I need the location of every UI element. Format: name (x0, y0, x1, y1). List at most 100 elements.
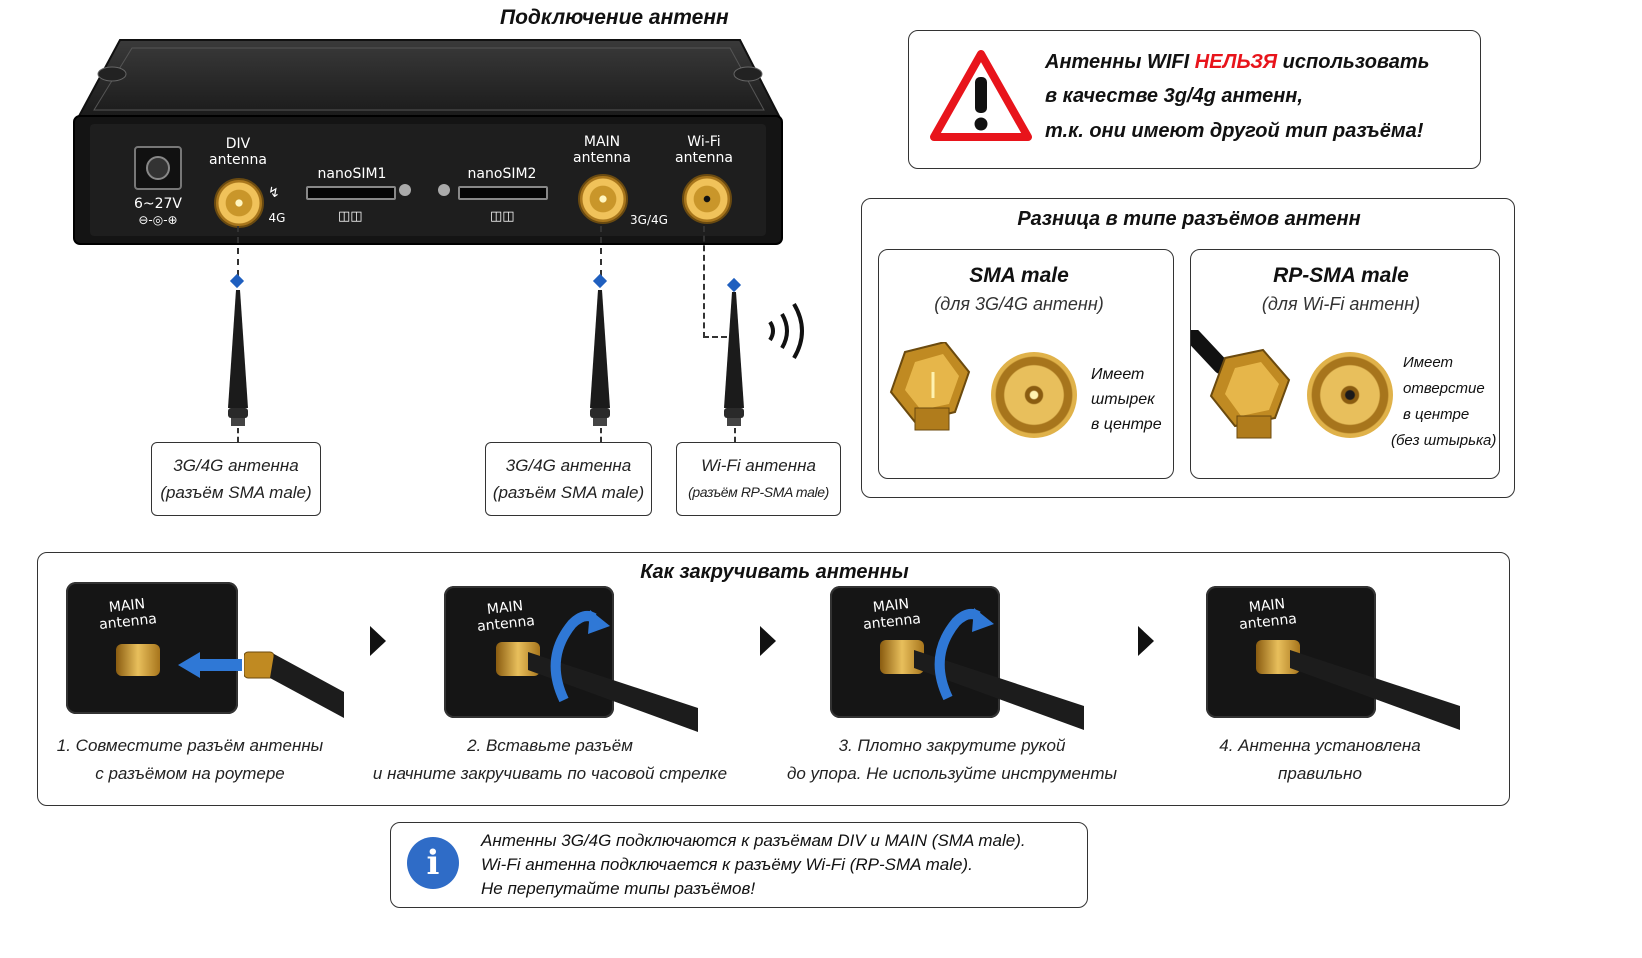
warning-box: Антенны WIFI НЕЛЬЗЯ использовать в качес… (908, 30, 1481, 169)
sim1-eject-icon: ◫◫ (338, 208, 363, 223)
main-band-label: 3G/4G (630, 213, 668, 227)
sma-desc-1: Имеет (1091, 366, 1145, 383)
howto-title: Как закручивать антенны (640, 561, 909, 583)
step-4-illustration: MAIN antenna (1206, 586, 1466, 732)
sma-plug-icon (889, 342, 971, 431)
power-polarity: ⊖-◎-⊕ (138, 213, 178, 227)
antenna-plug-icon (244, 651, 344, 718)
rpsma-male-card: RP-SMA male (для Wi-Fi антенн) Имеет отв… (1190, 249, 1500, 479)
difference-title: Разница в типе разъёмов антенн (1017, 208, 1361, 230)
div-label-2: antenna (209, 152, 267, 168)
antenna-label-line2: (разъём SMA male) (492, 483, 645, 502)
warning-triangle-icon (930, 50, 1032, 141)
main-antenna-lead (600, 226, 602, 276)
warning-line-2: в качестве 3g/4g антенн, (1045, 85, 1303, 107)
antenna-label-line2: (разъём RP-SMA male) (688, 484, 829, 500)
wireless-signal-icon (768, 302, 804, 360)
div-antenna-marker (229, 273, 245, 289)
sma-subtitle: (для 3G/4G антенн) (934, 294, 1104, 314)
antenna-label-wifi: Wi-Fi антенна (разъём RP-SMA male) (676, 442, 841, 516)
step-2-caption: 2. Вставьте разъём и начните закручивать… (370, 732, 730, 788)
wifi-label-1: Wi-Fi (687, 134, 721, 150)
sma-face-icon (991, 352, 1077, 438)
antenna-cable-icon (1290, 650, 1460, 730)
warning-emphasis: НЕЛЬЗЯ (1194, 51, 1278, 73)
main-antenna-marker (592, 273, 608, 289)
wifi-rpsma-connector (682, 174, 732, 224)
step-caption-line1: 1. Совместите разъём антенны (56, 736, 324, 755)
antenna-cable-icon (528, 652, 698, 732)
sim2-slot (458, 186, 548, 200)
step-3-caption: 3. Плотно закрутите рукой до упора. Не и… (782, 732, 1122, 788)
main-title: Подключение антенн (500, 6, 729, 29)
panel-sma-connector (116, 644, 160, 676)
div-antenna-lead (237, 226, 239, 276)
sim1-label: nanoSIM1 (317, 166, 387, 182)
div-antenna-icon (228, 290, 248, 426)
step-arrow-3 (1138, 626, 1154, 656)
sma-name: SMA male (969, 264, 1069, 287)
step-4-caption: 4. Антенна установлена правильно (1190, 732, 1450, 788)
antenna-label-line1: 3G/4G антенна (173, 456, 299, 475)
wifi-antenna-lead (703, 226, 705, 338)
antenna-label-main: 3G/4G антенна (разъём SMA male) (485, 442, 652, 516)
main-label-2: antenna (573, 150, 631, 166)
warning-line-3: т.к. они имеют другой тип разъёма! (1045, 120, 1424, 142)
wifi-antenna-lead-bottom (734, 428, 736, 442)
sim2-label: nanoSIM2 (467, 166, 537, 182)
rpsma-plug-icon (1191, 330, 1291, 439)
lte-icon: ↯ (268, 184, 280, 200)
sma-male-card: SMA male (для 3G/4G антенн) Имеет штырек… (878, 249, 1174, 479)
step-arrow-2 (760, 626, 776, 656)
sma-desc-3: в центре (1091, 416, 1162, 433)
step-caption-line2: до упора. Не используйте инструменты (786, 764, 1118, 783)
step-caption-line2: с разъёмом на роутере (95, 764, 285, 783)
step-caption-line2: и начните закручивать по часовой стрелке (372, 764, 728, 783)
antenna-label-line2: (разъём SMA male) (160, 483, 312, 502)
rpsma-desc-1: Имеет (1403, 354, 1454, 371)
warning-line-1: Антенны WIFI НЕЛЬЗЯ использовать (1045, 51, 1430, 74)
rpsma-face-icon (1307, 352, 1393, 438)
connector-difference-box: Разница в типе разъёмов антенн SMA male … (861, 198, 1515, 498)
step-caption-line1: 2. Вставьте разъём (467, 736, 633, 755)
clockwise-rotate-icon (934, 608, 994, 701)
div-antenna-lead-bottom (237, 428, 239, 442)
step-1-illustration: MAIN antenna (66, 578, 346, 720)
info-box: i Антенны 3G/4G подключаются к разъёмам … (390, 822, 1088, 908)
main-sma-connector (578, 174, 628, 224)
info-icon: i (407, 837, 459, 889)
main-antenna-icon (590, 290, 610, 426)
insert-arrow-icon (178, 652, 242, 678)
led-indicator-2 (438, 184, 450, 196)
wifi-antenna-lead-h (703, 336, 727, 338)
led-indicator (399, 184, 411, 196)
rpsma-desc-2: отверстие (1403, 380, 1485, 397)
rpsma-name: RP-SMA male (1273, 264, 1409, 287)
step-2-illustration: MAIN antenna (444, 586, 704, 732)
div-band-label: 4G (268, 211, 286, 225)
div-label-1: DIV (225, 136, 251, 152)
clockwise-rotate-icon (550, 610, 610, 703)
warning-text-a: Антенны WIFI (1045, 51, 1195, 73)
step-caption-line2: правильно (1278, 764, 1362, 783)
warning-text-c: использовать (1277, 51, 1430, 73)
antenna-label-div: 3G/4G антенна (разъём SMA male) (151, 442, 321, 516)
sim1-slot (306, 186, 396, 200)
sma-desc-2: штырек (1091, 391, 1155, 408)
antenna-cable-icon (914, 650, 1084, 730)
router-device: 6~27V ⊖-◎-⊕ DIV antenna 4G ↯ nanoSIM1 ◫◫… (72, 38, 784, 248)
rpsma-subtitle: (для Wi-Fi антенн) (1261, 294, 1421, 314)
info-line-2: Wi-Fi антенна подключается к разъёму Wi-… (481, 855, 973, 874)
step-3-illustration: MAIN antenna (830, 586, 1090, 732)
antenna-label-line1: 3G/4G антенна (505, 456, 632, 475)
rpsma-desc-3: в центре (1403, 406, 1470, 423)
step-caption-line1: 4. Антенна установлена (1219, 736, 1421, 755)
main-label-1: MAIN (583, 134, 621, 150)
wifi-label-2: antenna (675, 150, 733, 166)
step-1-caption: 1. Совместите разъём антенны с разъёмом … (40, 732, 340, 788)
wifi-antenna-marker (726, 277, 742, 293)
main-antenna-lead-bottom (600, 428, 602, 442)
step-caption-line1: 3. Плотно закрутите рукой (838, 736, 1066, 755)
power-jack (134, 146, 182, 190)
step-arrow-1 (370, 626, 386, 656)
